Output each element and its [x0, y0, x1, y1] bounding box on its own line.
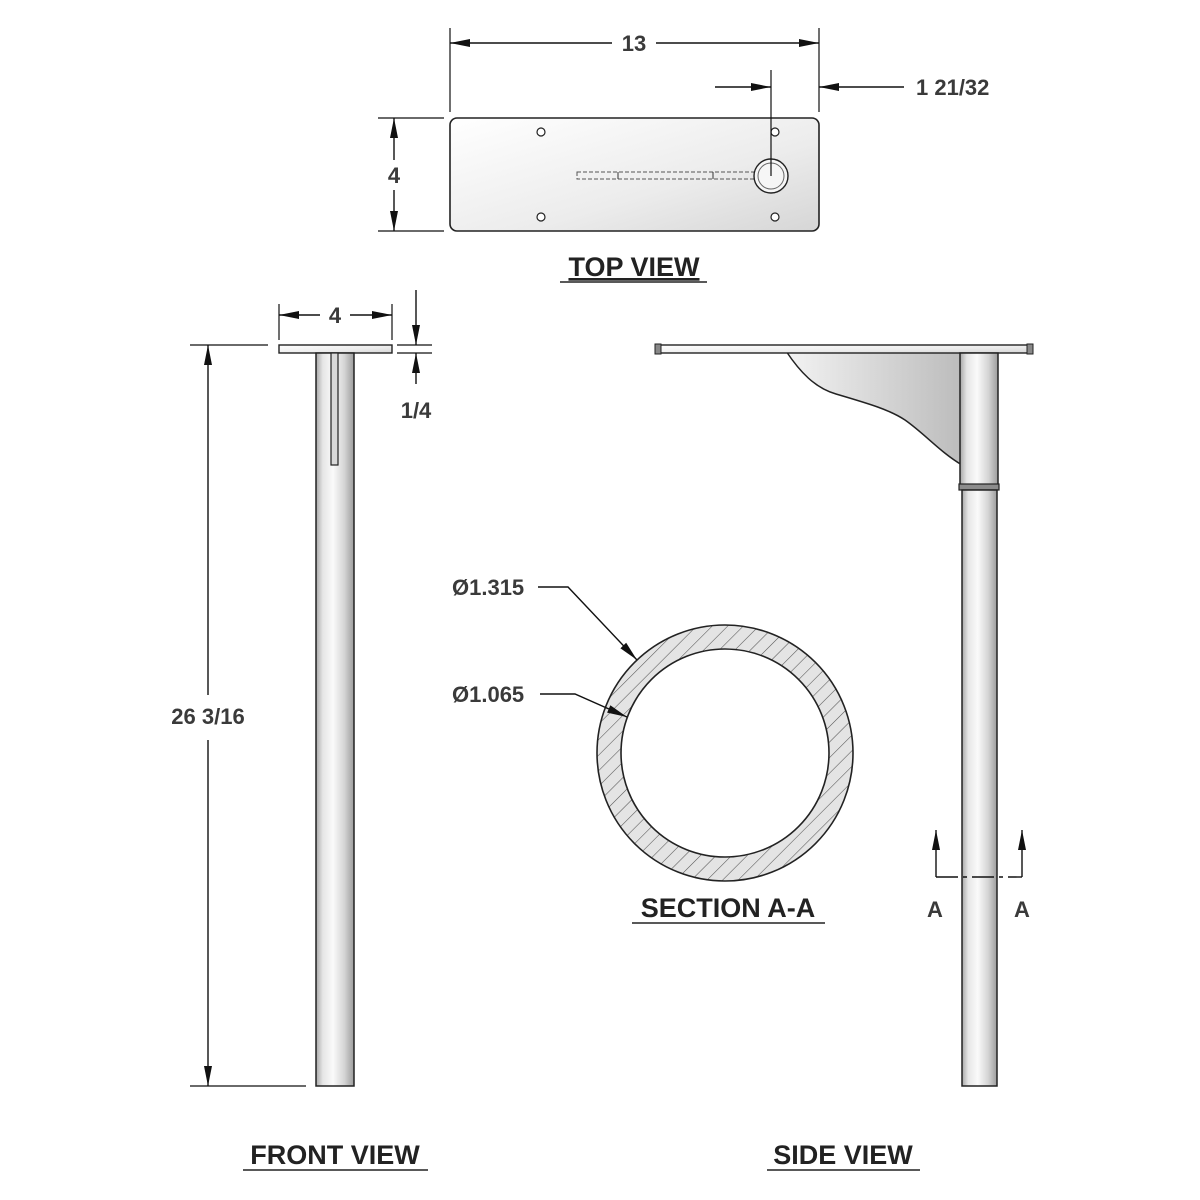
dim-overall-height: 26 3/16: [171, 704, 244, 729]
dim-inner-diameter: Ø1.065: [452, 682, 524, 707]
top-plate: [449, 117, 820, 232]
front-view: 4 1/4 26 3/16 FRONT VIEW: [171, 290, 432, 1171]
dim-top-width: 13: [622, 31, 646, 56]
mount-hole: [770, 212, 780, 222]
top-view: 13 1 21/32 4 TOP VIEW: [378, 28, 989, 283]
dim-top-offset: 1 21/32: [916, 75, 989, 100]
side-view: A A SIDE VIEW: [654, 343, 1034, 1171]
title-front-view: FRONT VIEW: [250, 1140, 420, 1170]
side-plate: [657, 344, 1031, 354]
section-view: Ø1.315 Ø1.065 SECTION A-A: [452, 575, 854, 924]
side-pipe-lower: [961, 489, 998, 1087]
side-pipe-band: [958, 483, 1000, 491]
section-mark-right: A: [1014, 897, 1030, 922]
front-gusset-edge: [330, 352, 339, 466]
side-pipe-upper: [959, 352, 999, 487]
side-gusset: [784, 350, 963, 467]
mount-hole: [536, 127, 546, 137]
front-plate: [278, 344, 393, 354]
title-top-view: TOP VIEW: [568, 252, 700, 282]
dim-front-plate-width: 4: [329, 303, 342, 328]
title-side-view: SIDE VIEW: [773, 1140, 913, 1170]
dim-outer-diameter: Ø1.315: [452, 575, 524, 600]
dim-top-depth: 4: [388, 163, 401, 188]
title-section-view: SECTION A-A: [641, 893, 816, 923]
section-mark-left: A: [927, 897, 943, 922]
mount-hole: [536, 212, 546, 222]
dim-plate-thickness: 1/4: [401, 398, 432, 423]
section-pipe-bore: [620, 648, 830, 858]
mount-hole: [770, 127, 780, 137]
